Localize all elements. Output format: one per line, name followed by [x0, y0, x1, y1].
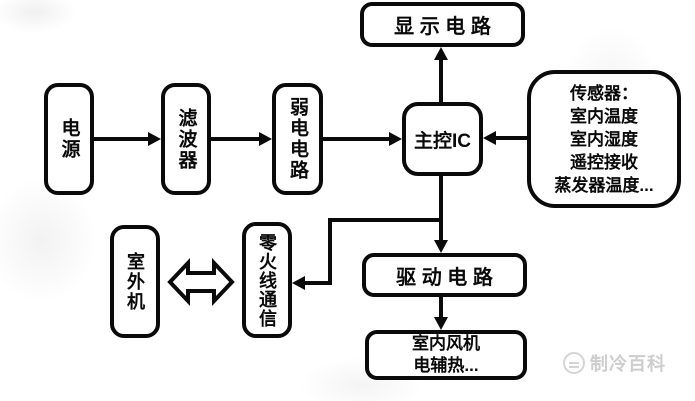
block-drive-circuit: 驱 动 电 路: [362, 253, 527, 297]
arrowhead-sensors-to-mainic: [483, 131, 496, 145]
indoor-fan-line-1: 室内风机: [412, 334, 480, 353]
arrowhead-drive-to-indoorfan: [434, 317, 448, 330]
sensors-line-evaporator-temp: 蒸发器温度...: [554, 175, 654, 195]
block-weak-current-circuit: 弱电电路: [272, 83, 323, 195]
block-filter: 滤波器: [161, 83, 211, 195]
block-display-circuit: 显 示 电 路: [360, 2, 525, 47]
block-display-label: 显 示 电 路: [394, 16, 491, 38]
block-drive-label: 驱 动 电 路: [396, 266, 493, 289]
block-line-comm-label: 零火线通信: [257, 232, 277, 328]
block-power-label: 电源: [58, 118, 80, 160]
block-outdoor-unit-label: 室外机: [125, 251, 145, 312]
arrowhead-power-to-filter: [148, 132, 161, 146]
sensors-line-indoor-temp: 室内温度: [570, 106, 638, 126]
brand-logo-icon: [563, 352, 585, 374]
sensors-line-indoor-humidity: 室内湿度: [570, 129, 638, 149]
block-main-control-ic: 主控IC: [402, 102, 483, 176]
sensors-line-title: 传感器：: [570, 83, 638, 103]
block-main-ic-label: 主控IC: [413, 130, 471, 152]
brand-watermark: 制冷百科: [563, 350, 666, 376]
block-line-neutral-communication: 零火线通信: [242, 222, 292, 338]
arrowhead-weak-to-mainic: [389, 132, 402, 146]
arrowhead-mainic-to-drive: [434, 240, 448, 253]
sensors-line-remote-receiver: 遥控接收: [570, 152, 638, 172]
arrowhead-mainic-to-linecomm: [292, 276, 305, 290]
arrowhead-filter-to-weak: [259, 132, 272, 146]
block-filter-label: 滤波器: [175, 107, 197, 171]
block-indoor-fan: 室内风机 电辅热...: [365, 330, 527, 380]
block-outdoor-unit: 室外机: [110, 225, 160, 338]
block-power: 电源: [44, 83, 94, 195]
arrow-mainic-to-linecomm: [303, 218, 441, 285]
brand-watermark-text: 制冷百科: [590, 354, 666, 374]
block-weak-current-label: 弱电电路: [287, 97, 308, 181]
double-arrow-outdoor-linecomm: [167, 257, 235, 307]
block-sensors: 传感器： 室内温度 室内湿度 遥控接收 蒸发器温度...: [527, 70, 681, 208]
arrowhead-mainic-to-display: [434, 47, 448, 60]
indoor-fan-line-2: 电辅热...: [413, 356, 479, 375]
